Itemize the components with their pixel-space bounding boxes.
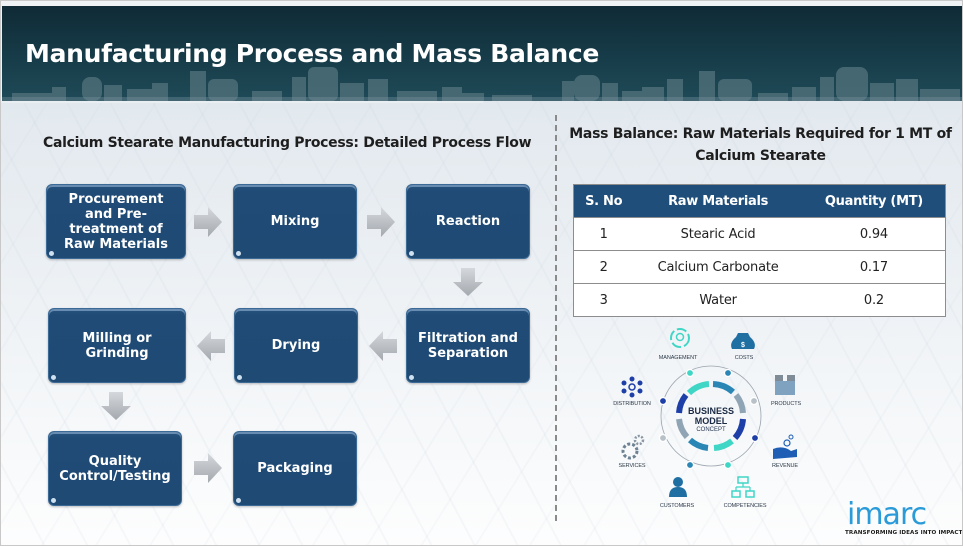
column-header-sno: S. No: [573, 184, 634, 218]
cell-material: Water: [633, 283, 803, 317]
arrow-right-icon: [194, 207, 222, 237]
cell-sno: 3: [573, 283, 634, 317]
table-row: 1 Stearic Acid 0.94: [573, 217, 946, 251]
header-banner: Manufacturing Process and Mass Balance: [2, 6, 962, 101]
step-procurement: Procurement and Pre-treatment of Raw Mat…: [46, 184, 186, 259]
cell-quantity: 0.17: [802, 250, 946, 284]
process-flow-title: Calcium Stearate Manufacturing Process: …: [43, 135, 532, 151]
label-revenue: REVENUE: [772, 463, 798, 469]
label-services: SERVICES: [618, 463, 646, 469]
table-header-row: S. No Raw Materials Quantity (MT): [573, 184, 946, 218]
arrow-down-icon: [453, 268, 483, 296]
cell-material: Stearic Acid: [633, 217, 803, 251]
label-distribution: DISTRIBUTION: [613, 401, 651, 407]
mass-balance-title: Mass Balance: Raw Materials Required for…: [569, 126, 952, 164]
step-filtration: Filtration and Separation: [406, 308, 530, 383]
center-line-3: CONCEPT: [696, 427, 726, 433]
cell-material: Calcium Carbonate: [633, 250, 803, 284]
business-model-center: BUSINESS MODEL CONCEPT: [688, 406, 734, 434]
label-costs: COSTS: [734, 355, 754, 361]
svg-text:$: $: [741, 342, 745, 349]
arrow-left-icon: [369, 331, 397, 361]
person-icon: [669, 477, 687, 497]
label-competencies: COMPETENCIES: [723, 503, 767, 509]
money-bag-icon: $: [731, 333, 755, 349]
logo-tagline: TRANSFORMING IDEAS INTO IMPACT: [845, 530, 963, 536]
logo-wordmark: imarc: [847, 497, 927, 532]
arrow-right-icon: [194, 453, 222, 483]
section-divider: [555, 115, 557, 521]
org-chart-icon: [731, 476, 755, 498]
cell-sno: 2: [573, 250, 634, 284]
label-customers: CUSTOMERS: [659, 503, 695, 509]
page-title: Manufacturing Process and Mass Balance: [25, 39, 600, 68]
business-model-ring: $: [621, 328, 797, 498]
arrow-left-icon: [197, 331, 225, 361]
table-row: 3 Water 0.2: [573, 283, 946, 317]
column-header-raw-materials: Raw Materials: [633, 184, 803, 218]
boxes-icon: [775, 375, 795, 395]
label-management: MANAGEMENT: [658, 355, 698, 361]
city-skyline-decoration: [2, 67, 962, 101]
lightbulb-cycle-icon: [670, 328, 690, 348]
step-quality-control: Quality Control/Testing: [48, 431, 182, 506]
center-line-1: BUSINESS: [687, 406, 735, 416]
header-edge: [1, 101, 483, 103]
arrow-right-icon: [367, 207, 395, 237]
label-products: PRODUCTS: [770, 401, 802, 407]
step-packaging: Packaging: [233, 431, 357, 506]
arrow-down-icon: [101, 392, 131, 420]
hand-coins-icon: [773, 434, 797, 459]
step-drying: Drying: [234, 308, 358, 383]
step-milling: Milling or Grinding: [48, 308, 186, 383]
imarc-logo: imarc TRANSFORMING IDEAS INTO IMPACT: [839, 493, 962, 543]
business-model-graphic: $: [601, 321, 821, 521]
cell-quantity: 0.2: [802, 283, 946, 317]
table-row: 2 Calcium Carbonate 0.17: [573, 250, 946, 284]
center-line-2: MODEL: [694, 416, 728, 426]
cell-sno: 1: [573, 217, 634, 251]
column-header-quantity: Quantity (MT): [802, 184, 946, 218]
network-icon: [621, 376, 643, 398]
step-mixing: Mixing: [233, 184, 357, 259]
mass-balance-table: S. No Raw Materials Quantity (MT) 1 Stea…: [573, 184, 946, 317]
cell-quantity: 0.94: [802, 217, 946, 251]
gears-icon: [621, 434, 645, 460]
step-reaction: Reaction: [406, 184, 530, 259]
